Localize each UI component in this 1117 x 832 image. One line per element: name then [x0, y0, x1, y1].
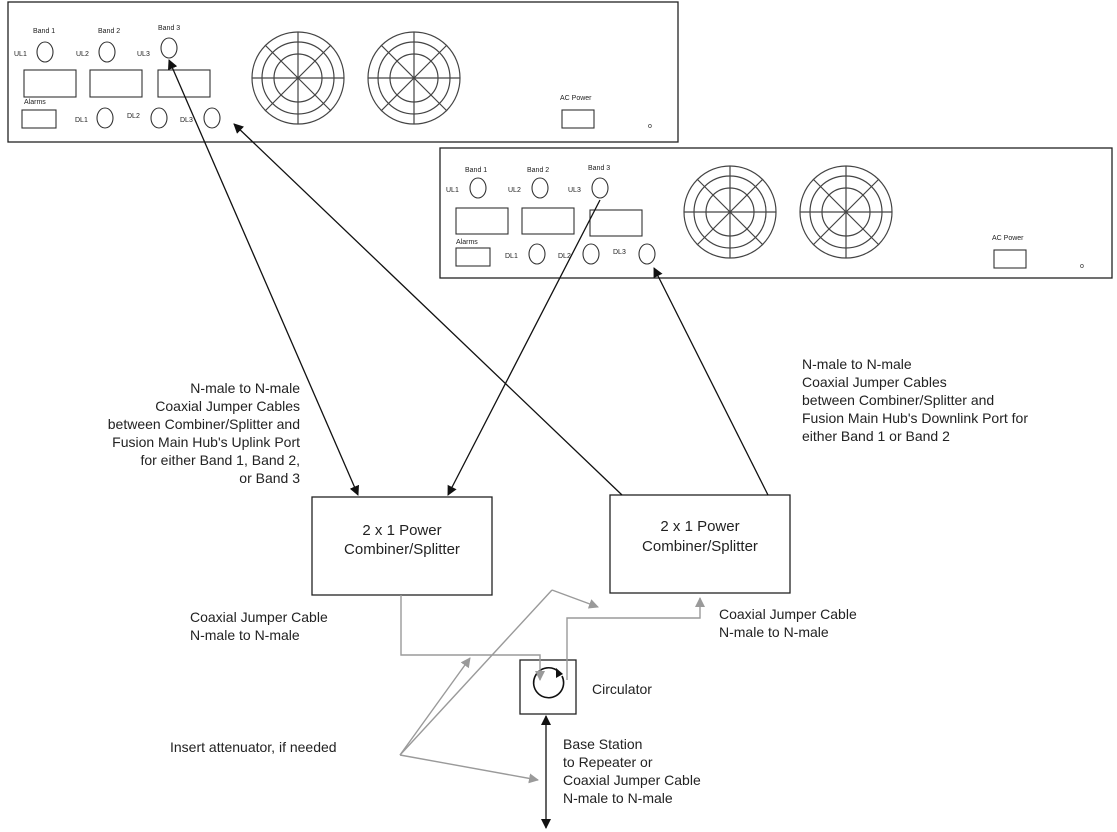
downlink-cable-right-hub2: [653, 267, 769, 496]
uplink-note-line-5: for either Band 1, Band 2,: [140, 452, 300, 468]
uplink-cable-hub2-left: [447, 199, 601, 496]
hub-1-fan-2: [367, 31, 461, 125]
hub-2-dl3-label: DL3: [613, 249, 626, 256]
uplink-note-line-2: Coaxial Jumper Cables: [155, 398, 300, 414]
jumper-right-label: Coaxial Jumper Cable N-male to N-male: [719, 606, 857, 640]
downlink-cable-right-hub1: [233, 123, 623, 496]
combiner-right-line-1: 2 x 1 Power: [660, 518, 739, 535]
hub-1-ul1-port[interactable]: [36, 41, 54, 63]
downlink-note-line-2: Coaxial Jumper Cables: [802, 374, 947, 390]
combiner-left-box: [311, 496, 493, 596]
attenuator-pointer-1: [399, 657, 471, 756]
combiner-right-line-2: Combiner/Splitter: [642, 538, 758, 555]
jumper-left-line-1: Coaxial Jumper Cable: [190, 609, 328, 625]
uplink-note-line-4: Fusion Main Hub's Uplink Port: [112, 434, 300, 450]
circulator-label: Circulator: [592, 681, 652, 697]
base-station-line-2: to Repeater or: [563, 754, 653, 770]
hub-2-ul1-label: UL1: [446, 187, 459, 194]
jumper-circulator-to-right: [566, 597, 705, 680]
hub-1-fan-1: [251, 31, 345, 125]
hub-2-alarms-label: Alarms: [456, 239, 478, 246]
hub-2-module-slot-3: [589, 209, 643, 237]
attenuator-pointer-2: [399, 589, 553, 756]
jumper-left-to-circulator: [400, 595, 545, 681]
hub-2-alarms-connector[interactable]: [455, 247, 491, 267]
hub-1-ul1-label: UL1: [14, 51, 27, 58]
hub-2-ac-power-socket[interactable]: [993, 249, 1027, 269]
hub-1-dl1-port[interactable]: [96, 107, 114, 129]
attenuator-pointer-2-head: [551, 589, 599, 609]
hub-1-module-slot-2: [89, 69, 143, 98]
combiner-left-line-2: Combiner/Splitter: [344, 541, 460, 558]
downlink-note-line-3: between Combiner/Splitter and: [802, 392, 994, 408]
hub-1-alarms-label: Alarms: [24, 99, 46, 106]
hub-2-ul3-port[interactable]: [591, 177, 609, 199]
uplink-note-line-6: or Band 3: [239, 470, 300, 486]
hub-2-led: o: [1080, 263, 1084, 270]
base-station-label: Base Station to Repeater or Coaxial Jump…: [563, 736, 701, 806]
downlink-note-line-4: Fusion Main Hub's Downlink Port for: [802, 410, 1028, 426]
jumper-left-label: Coaxial Jumper Cable N-male to N-male: [190, 609, 328, 643]
hub-2-band-1-label: Band 1: [465, 167, 487, 174]
combiner-right-box: [609, 494, 791, 594]
hub-1-alarms-connector[interactable]: [21, 109, 57, 129]
hub-2-module-slot-1: [455, 207, 509, 235]
hub-1-dl3-label: DL3: [180, 117, 193, 124]
hub-1-dl1-label: DL1: [75, 117, 88, 124]
hub-2-band-3-label: Band 3: [588, 165, 610, 172]
jumper-right-line-2: N-male to N-male: [719, 624, 829, 640]
base-station-line-4: N-male to N-male: [563, 790, 673, 806]
jumper-right-line-1: Coaxial Jumper Cable: [719, 606, 857, 622]
hub-2-ac-power-label: AC Power: [992, 235, 1024, 242]
hub-1-ul3-label: UL3: [137, 51, 150, 58]
hub-2-dl2-port[interactable]: [582, 243, 600, 265]
downlink-note: N-male to N-male Coaxial Jumper Cables b…: [802, 356, 1028, 444]
jumper-left-line-2: N-male to N-male: [190, 627, 300, 643]
circulator-arrow-icon: [556, 668, 563, 678]
hub-1-ul2-port[interactable]: [98, 41, 116, 63]
uplink-note-line-3: between Combiner/Splitter and: [108, 416, 300, 432]
hub-2-dl3-port[interactable]: [638, 243, 656, 265]
hub-2-fan-2: [799, 165, 893, 259]
hub-1-ac-power-socket[interactable]: [561, 109, 595, 129]
hub-1-dl3-port[interactable]: [203, 107, 221, 129]
uplink-note-line-1: N-male to N-male: [190, 380, 300, 396]
uplink-note: N-male to N-male Coaxial Jumper Cables b…: [108, 380, 300, 486]
combiner-left-line-1: 2 x 1 Power: [362, 522, 441, 539]
hub-1-led: o: [648, 123, 652, 130]
hub-1-module-slot-1: [23, 69, 77, 98]
hub-2-ul3-label: UL3: [568, 187, 581, 194]
attenuator-pointer-3: [399, 754, 539, 784]
hub-1-ac-power-label: AC Power: [560, 95, 592, 102]
hub-2-ul1-port[interactable]: [469, 177, 487, 199]
hub-2-band-2-label: Band 2: [527, 167, 549, 174]
hub-1-band-1-label: Band 1: [33, 28, 55, 35]
circulator-symbol-icon: [532, 666, 565, 699]
hub-1-ul3-port[interactable]: [160, 37, 178, 59]
hub-2-fan-1: [683, 165, 777, 259]
downlink-note-line-5: either Band 1 or Band 2: [802, 428, 950, 444]
hub-1-ul2-label: UL2: [76, 51, 89, 58]
base-station-line-1: Base Station: [563, 736, 642, 752]
base-station-line-3: Coaxial Jumper Cable: [563, 772, 701, 788]
hub-1-dl2-port[interactable]: [150, 107, 168, 129]
hub-2-ul2-label: UL2: [508, 187, 521, 194]
uplink-cable-hub1-left: [168, 59, 359, 496]
hub-1-band-2-label: Band 2: [98, 28, 120, 35]
hub-2-dl1-label: DL1: [505, 253, 518, 260]
combiner-splitter-left: 2 x 1 Power Combiner/Splitter: [311, 496, 493, 596]
main-hub-2: Band 1 Band 2 Band 3 UL1 UL2 UL3 Alarms …: [439, 147, 1113, 279]
main-hub-1: Band 1 Band 2 Band 3 UL1 UL2 UL3 Alarms …: [7, 1, 679, 143]
hub-2-module-slot-2: [521, 207, 575, 235]
hub-1-dl2-label: DL2: [127, 113, 140, 120]
hub-1-band-3-label: Band 3: [158, 25, 180, 32]
attenuator-label: Insert attenuator, if needed: [170, 739, 337, 755]
combiner-splitter-right: 2 x 1 Power Combiner/Splitter: [609, 494, 791, 594]
hub-2-dl2-label: DL2: [558, 253, 571, 260]
hub-2-ul2-port[interactable]: [531, 177, 549, 199]
downlink-note-line-1: N-male to N-male: [802, 356, 912, 372]
hub-2-dl1-port[interactable]: [528, 243, 546, 265]
